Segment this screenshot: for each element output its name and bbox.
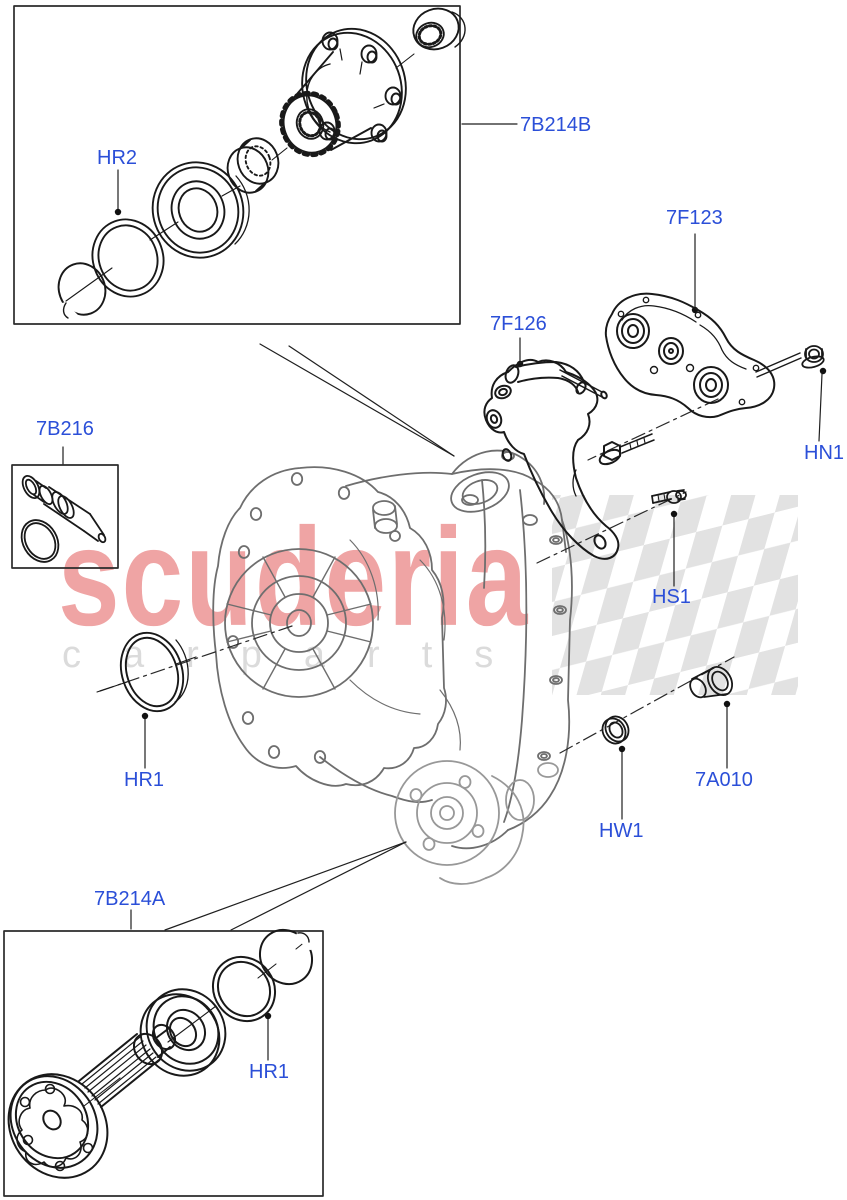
part-callout-hr1-rear[interactable]: HR1 (249, 1061, 290, 1083)
inset-box-rear-flange-kit (3, 930, 324, 1197)
inset-box-sealant-kit (11, 464, 119, 569)
bracket-7f126-drawing (483, 358, 655, 560)
leader-lines (62, 123, 823, 1061)
part-callout-7f123[interactable]: 7F123 (666, 207, 723, 229)
part-callout-7f126[interactable]: 7F126 (490, 313, 547, 335)
hw1-washer-drawing (601, 715, 630, 745)
inset-box-front-flange-kit (13, 5, 461, 325)
hn1-nut-drawing (801, 345, 825, 369)
part-callout-hr1-front[interactable]: HR1 (124, 769, 165, 791)
watermark-brand-text: scuderia (58, 499, 530, 656)
part-callout-hw1[interactable]: HW1 (599, 820, 644, 842)
transfer-case-drawing (212, 449, 573, 885)
bushing-7a010-drawing (689, 665, 734, 699)
hs1-bolt-drawing (651, 489, 687, 504)
part-callout-hs1[interactable]: HS1 (652, 586, 691, 608)
actuator-7f123-drawing (604, 292, 802, 419)
inset-boxes (3, 5, 461, 1197)
rear-flange-kit-drawing (7, 928, 314, 1179)
front-output-seal-drawing (96, 631, 197, 713)
part-callout-7b216[interactable]: 7B216 (36, 418, 94, 440)
checkered-flag-watermark (552, 495, 798, 695)
part-callout-7a010[interactable]: 7A010 (695, 769, 753, 791)
sealant-kit-drawing (20, 475, 107, 563)
front-flange-kit-drawing (57, 7, 466, 322)
part-callout-hn1[interactable]: HN1 (804, 442, 845, 464)
part-callout-hr2[interactable]: HR2 (97, 147, 138, 169)
part-callout-7b214a[interactable]: 7B214A (94, 888, 166, 910)
part-callout-7b214b[interactable]: 7B214B (520, 114, 592, 136)
